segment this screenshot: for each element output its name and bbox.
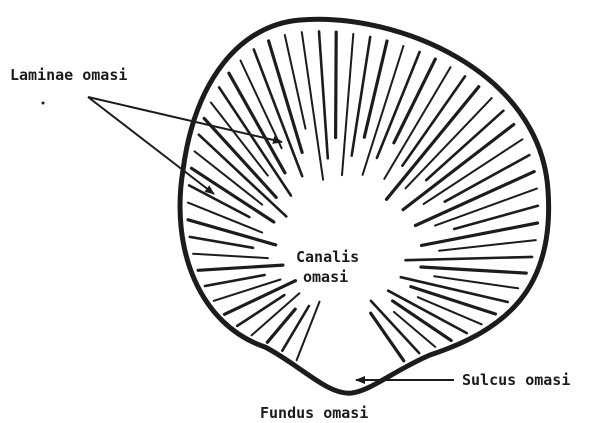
laminae-omasi-label: Laminae omasi (10, 66, 127, 84)
lamina-line (403, 125, 514, 210)
lamina-line (237, 295, 284, 326)
lamina-line (387, 87, 479, 200)
lamina-line (406, 257, 533, 260)
fundus-omasi-label: Fundus omasi (260, 404, 368, 422)
stray-dot (42, 102, 45, 105)
canalis-omasi-label-line1: Canalis (296, 248, 359, 266)
lamina-line (434, 276, 518, 288)
lamina-line (192, 168, 274, 222)
lamina-line (211, 103, 268, 176)
lamina-line (336, 32, 337, 137)
lamina-line (285, 35, 306, 129)
lamina-line (352, 37, 371, 156)
lamina-line (229, 73, 285, 173)
laminae-lines (188, 31, 538, 360)
lamina-line (388, 291, 467, 333)
lamina-line (193, 254, 268, 258)
lamina-line (424, 139, 523, 204)
lamina-line (190, 237, 253, 248)
lamina-line (421, 267, 526, 273)
lamina-line (205, 275, 265, 286)
lamina-line (282, 306, 309, 351)
lamina-line (319, 31, 328, 158)
lamina-line (198, 265, 283, 270)
lamina-line (439, 240, 536, 251)
lamina-line (199, 135, 286, 217)
sulcus-omasi-label: Sulcus omasi (462, 371, 570, 389)
lamina-line (297, 302, 320, 361)
lamina-line (426, 111, 503, 180)
canalis-omasi-label-line2: omasi (303, 268, 348, 286)
